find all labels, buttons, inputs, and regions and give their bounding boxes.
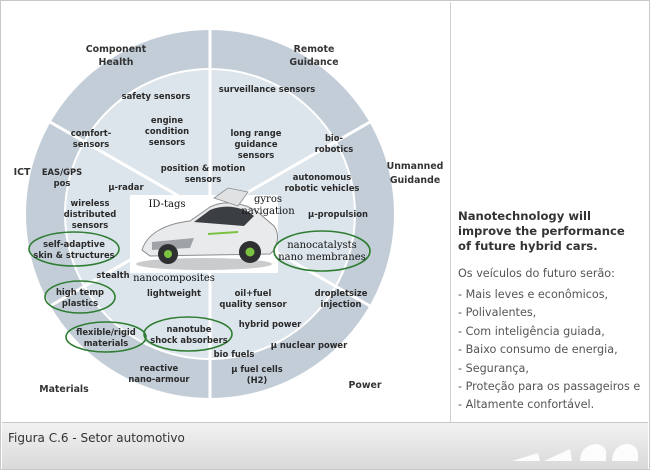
highlight-nanotube-shock: [143, 316, 233, 352]
figure-caption: Figura C.6 - Setor automotivo: [8, 431, 185, 445]
caption-bar: Figura C.6 - Setor automotivo: [2, 422, 648, 469]
label-safety-sensors: safety sensors: [122, 91, 191, 101]
bullet-list: - Mais leves e econômicos, - Polivalentes…: [458, 286, 640, 415]
label-surveillance-sensors: surveillance sensors: [219, 84, 315, 94]
panel-intro: Os veículos do futuro serão:: [458, 267, 615, 280]
bullet-item: - Baixo consumo de energia,: [458, 343, 618, 357]
bullet-item: - Mais leves e econômicos,: [458, 288, 609, 301]
highlight-ellipses: [28, 230, 371, 353]
heading-line: of future hybrid cars.: [458, 239, 598, 253]
highlight-flexible-rigid: [65, 321, 147, 353]
inner-circle-border: [64, 68, 356, 360]
label-stealth: stealth: [96, 270, 129, 280]
label-mu-radar: μ-radar: [108, 182, 144, 192]
highlight-self-adaptive: [28, 231, 120, 267]
label-nanocomposites: nanocomposites: [133, 273, 215, 284]
panel-heading: Nanotechnology will improve the performa…: [458, 209, 648, 254]
highlight-nanocatalysts: [273, 230, 371, 272]
label-comfort-sensors: comfort-sensors: [71, 128, 112, 149]
bullet-item: - Proteção para os passageiros e: [458, 380, 641, 394]
label-mu-fuel-cells: μ fuel cells(H2): [231, 364, 283, 385]
label-mu-nuclear-power: μ nuclear power: [271, 340, 348, 350]
label-lightweight: lightweight: [147, 288, 201, 298]
label-bio-robotics: bio-robotics: [315, 133, 353, 154]
heading-line: improve the performance: [458, 224, 625, 238]
text-panel: Nanotechnology will improve the performa…: [451, 2, 647, 422]
cat-ict: ICT: [14, 167, 31, 178]
cat-materials: Materials: [39, 384, 89, 395]
label-bio-fuels: bio fuels: [214, 349, 255, 359]
sector-labels: safety sensors surveillance sensors engine…: [33, 84, 368, 385]
cat-power: Power: [349, 380, 382, 391]
label-id-tags: ID-tags: [148, 199, 185, 210]
bullet-item: - Segurança,: [458, 361, 529, 375]
heading-line: Nanotechnology will: [458, 209, 591, 223]
decorative-logo-shapes: [512, 443, 638, 461]
bullet-item: - Polivalentes,: [458, 306, 537, 320]
bullet-item: - Altamente confortável.: [458, 398, 595, 412]
label-mu-propulsion: μ-propulsion: [308, 209, 368, 219]
concept-car-image: [130, 187, 278, 273]
bullet-item: - Com inteligência guiada,: [458, 324, 605, 338]
highlight-high-temp-plastics: [44, 280, 116, 314]
label-hybrid-power: hybrid power: [239, 319, 302, 329]
